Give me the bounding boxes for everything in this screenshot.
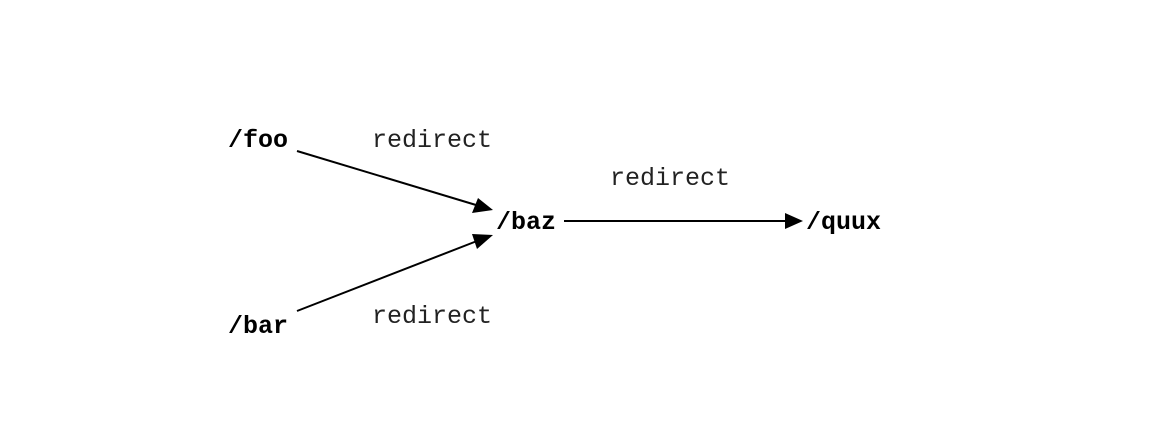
- edge-foo-to-baz: redirect: [296, 126, 493, 213]
- edge-foo-to-baz-line: [296, 150, 477, 206]
- edge-bar-to-baz-line: [296, 240, 478, 312]
- edge-baz-to-quux-arrowhead: [785, 213, 803, 229]
- node-baz: /baz: [496, 208, 556, 237]
- node-foo: /foo: [228, 126, 288, 155]
- edge-bar-to-baz: redirect: [296, 234, 493, 331]
- edge-foo-to-baz-arrowhead: [472, 198, 493, 213]
- edge-baz-to-quux: redirect: [564, 164, 803, 229]
- edge-bar-to-baz-label: redirect: [372, 302, 492, 331]
- node-quux: /quux: [806, 208, 881, 237]
- edge-bar-to-baz-arrowhead: [472, 234, 493, 249]
- edge-foo-to-baz-label: redirect: [372, 126, 492, 155]
- edge-baz-to-quux-label: redirect: [610, 164, 730, 193]
- node-bar: /bar: [228, 312, 288, 341]
